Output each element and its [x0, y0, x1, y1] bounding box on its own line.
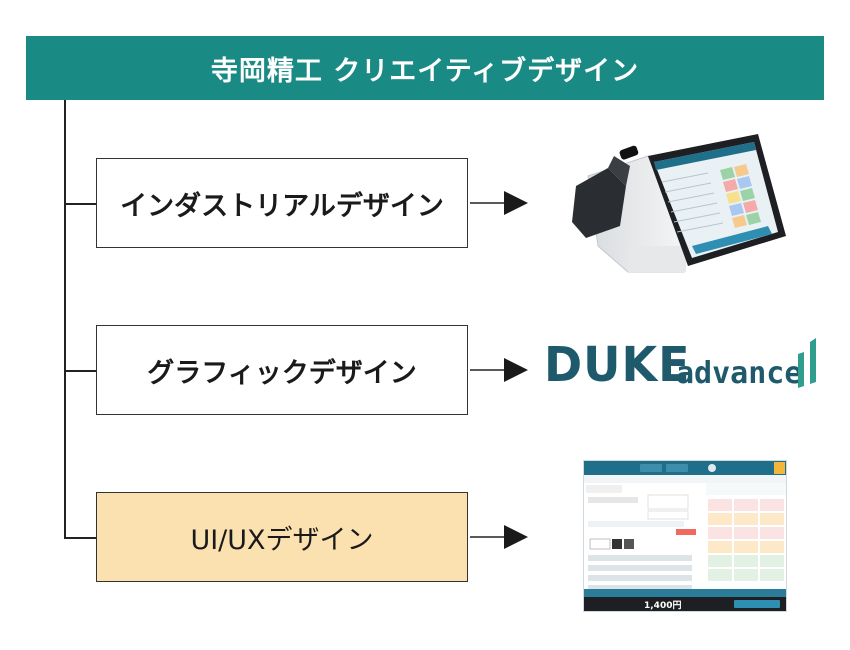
category-box-graphic: グラフィックデザイン: [96, 325, 468, 415]
category-label-graphic: グラフィックデザイン: [147, 357, 417, 389]
category-box-industrial: インダストリアルデザイン: [96, 158, 468, 248]
arrow-icon-graphic: [470, 358, 528, 382]
branch-line-2: [64, 370, 96, 372]
pos-terminal-image: [572, 134, 786, 273]
header-banner: 寺岡精工 クリエイティブデザイン: [26, 36, 824, 100]
header-title: 寺岡精工 クリエイティブデザイン: [210, 55, 640, 87]
branch-line-3: [64, 537, 96, 539]
logo-secondary-text: advance: [676, 356, 803, 391]
category-label-uiux: UI/UXデザイン: [190, 524, 374, 556]
ui-screenshot-total: 1,400円: [644, 601, 682, 611]
branch-line-1: [64, 203, 96, 205]
logo-primary-text: DUKE: [544, 336, 691, 393]
ui-screenshot-image: 1,400円: [583, 460, 787, 612]
category-box-uiux: UI/UXデザイン: [96, 492, 468, 582]
arrow-icon-industrial: [470, 191, 528, 215]
ui-screenshot-graphic: [584, 461, 786, 611]
category-label-industrial: インダストリアルデザイン: [120, 190, 444, 222]
arrow-icon-uiux: [470, 525, 528, 549]
duke-advance-logo: DUKE advance: [544, 334, 828, 398]
tree-trunk-line: [64, 100, 66, 538]
logo-mark-icon: [798, 338, 816, 388]
